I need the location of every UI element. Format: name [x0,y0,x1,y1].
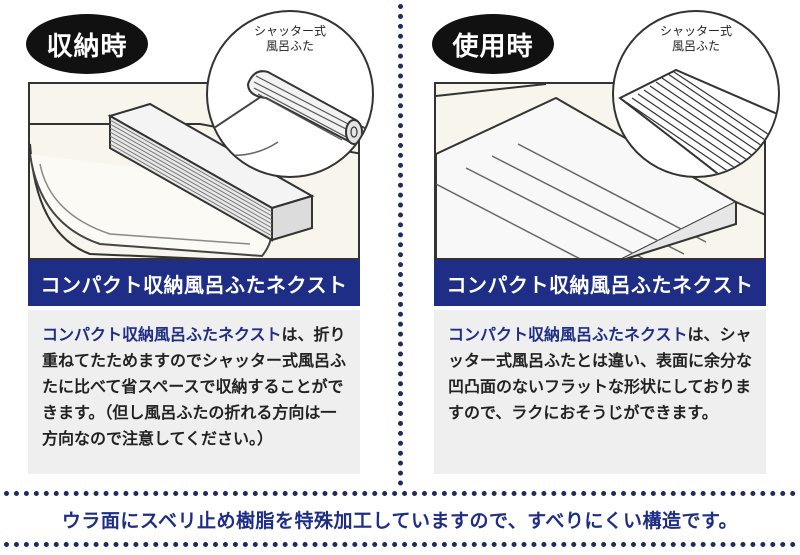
folded-stack [107,102,315,242]
flat-cover-on-tub-drawing [436,84,764,258]
in-use-product-name-bar: コンパクト収納風呂ふたネクスト [434,260,766,306]
in-use-description-highlight: コンパクト収納風呂ふたネクスト [448,325,688,344]
non-slip-note: ウラ面にスベリ止め樹脂を特殊加工していますので、すべりにくい構造です。 [61,510,739,532]
shutter-cover-label-2: シャッター式 風呂ふた [614,24,778,54]
shutter-cover-zoom-circle-2: シャッター式 風呂ふた [612,10,780,178]
shutter-surface [618,68,778,176]
storage-product-name-bar: コンパクト収納風呂ふたネクスト [28,260,360,306]
shutter-cover-label-2-line2: 風呂ふた [671,39,720,53]
storage-description-text: は、折り重ねてたためますのでシャッター式風呂ふたに比べて省スペースで収納すること… [42,325,347,448]
storage-mode-badge: 収納時 [26,14,148,74]
flat-shutter-cover-drawing [618,68,778,176]
top-dotted-divider [4,491,796,496]
storage-description: コンパクト収納風呂ふたネクストは、折り重ねてたためますのでシャッター式風呂ふたに… [28,310,360,474]
storage-description-highlight: コンパクト収納風呂ふたネクスト [42,325,282,344]
shutter-cover-label: シャッター式 風呂ふた [208,24,372,54]
in-use-description: コンパクト収納風呂ふたネクストは、シャッター式風呂ふたとは違い、表面に余分な凹凸… [434,310,766,474]
rolled-shutter [246,70,363,146]
shutter-cover-label-2-line1: シャッター式 [659,24,732,38]
storage-panel: シャッター式 風呂ふた 収納時 コンパクト収納風呂ふたネクスト コンパクト収納風… [18,0,378,485]
vertical-dotted-divider [398,4,403,486]
in-use-description-text: は、シャッター式風呂ふたとは違い、表面に余分な凹凸面のないフラットな形状にしてお… [448,325,753,422]
bottom-dotted-divider [4,542,796,547]
in-use-panel: シャッター式 風呂ふた 使用時 コンパクト収納風呂ふたネクスト コンパクト収納風… [424,0,784,485]
shutter-cover-label-line1: シャッター式 [253,24,326,38]
shutter-cover-zoom-circle: シャッター式 風呂ふた [206,10,374,178]
flat-cover [436,96,739,258]
in-use-mode-badge: 使用時 [432,14,554,74]
shutter-cover-label-line2: 風呂ふた [265,39,314,53]
rolled-shutter-cover-drawing [208,70,372,157]
